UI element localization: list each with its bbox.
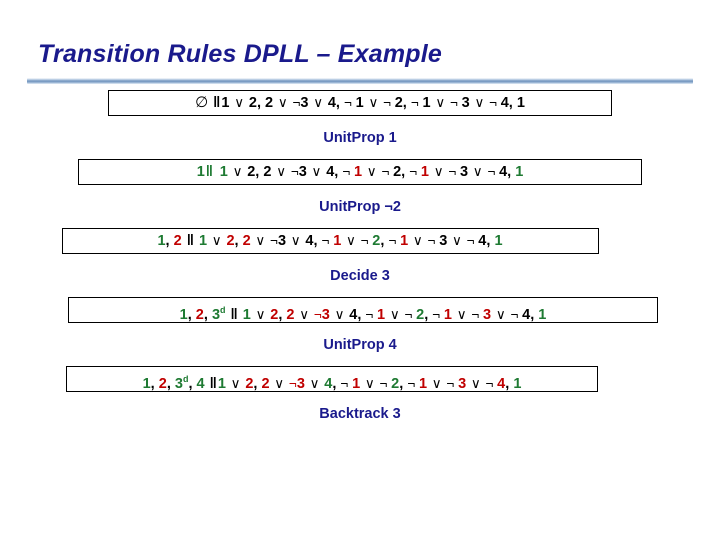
title-divider-bar	[27, 78, 693, 84]
state-row: 1, 2 ‖ 1 ∨ 2, 2 ∨ ¬3 ∨ 4, ¬ 1 ∨ ¬ 2, ¬ 1…	[0, 228, 720, 254]
rule-label-unitprop-not2: UnitProp ¬2	[319, 198, 401, 215]
state-row: ∅ ‖1 ∨ 2, 2 ∨ ¬3 ∨ 4, ¬ 1 ∨ ¬ 2, ¬ 1 ∨ ¬…	[0, 90, 720, 116]
rule-label-unitprop-4: UnitProp 4	[323, 336, 397, 353]
rule-row: UnitProp 4	[0, 323, 720, 366]
state-row: 1, 2, 3d ‖ 1 ∨ 2, 2 ∨ ¬3 ∨ 4, ¬ 1 ∨ ¬ 2,…	[0, 297, 720, 323]
rule-row: UnitProp ¬2	[0, 185, 720, 228]
rule-label-backtrack-3: Backtrack 3	[319, 405, 401, 422]
state-box-1: ∅ ‖1 ∨ 2, 2 ∨ ¬3 ∨ 4, ¬ 1 ∨ ¬ 2, ¬ 1 ∨ ¬…	[108, 90, 612, 116]
rule-row: Backtrack 3	[0, 392, 720, 435]
separator-icon: ‖	[226, 306, 242, 323]
state-row: 1, 2, 3d, 4 ‖1 ∨ 2, 2 ∨ ¬3 ∨ 4, ¬ 1 ∨ ¬ …	[0, 366, 720, 392]
state-box-4: 1, 2, 3d ‖ 1 ∨ 2, 2 ∨ ¬3 ∨ 4, ¬ 1 ∨ ¬ 2,…	[68, 297, 658, 323]
rule-label-decide-3: Decide 3	[330, 267, 390, 284]
rule-row: Decide 3	[0, 254, 720, 297]
page-title: Transition Rules DPLL – Example	[38, 40, 443, 68]
decision-marker: d	[220, 305, 226, 315]
separator-icon: ‖	[205, 164, 213, 180]
state-row: 1‖ 1 ∨ 2, 2 ∨ ¬3 ∨ 4, ¬ 1 ∨ ¬ 2, ¬ 1 ∨ ¬…	[0, 159, 720, 185]
derivation-stack: ∅ ‖1 ∨ 2, 2 ∨ ¬3 ∨ 4, ¬ 1 ∨ ¬ 2, ¬ 1 ∨ ¬…	[0, 90, 720, 435]
state-box-5: 1, 2, 3d, 4 ‖1 ∨ 2, 2 ∨ ¬3 ∨ 4, ¬ 1 ∨ ¬ …	[66, 366, 598, 392]
decision-marker: d	[182, 374, 189, 384]
state-box-3: 1, 2 ‖ 1 ∨ 2, 2 ∨ ¬3 ∨ 4, ¬ 1 ∨ ¬ 2, ¬ 1…	[61, 228, 599, 254]
state-box-2: 1‖ 1 ∨ 2, 2 ∨ ¬3 ∨ 4, ¬ 1 ∨ ¬ 2, ¬ 1 ∨ ¬…	[78, 159, 642, 185]
separator-icon: ‖	[205, 375, 217, 392]
separator-icon: ‖	[182, 233, 198, 249]
rule-label-unitprop-1: UnitProp 1	[323, 129, 397, 146]
separator-icon: ‖	[209, 95, 221, 111]
rule-row: UnitProp 1	[0, 116, 720, 159]
empty-set-symbol: ∅	[195, 94, 209, 111]
